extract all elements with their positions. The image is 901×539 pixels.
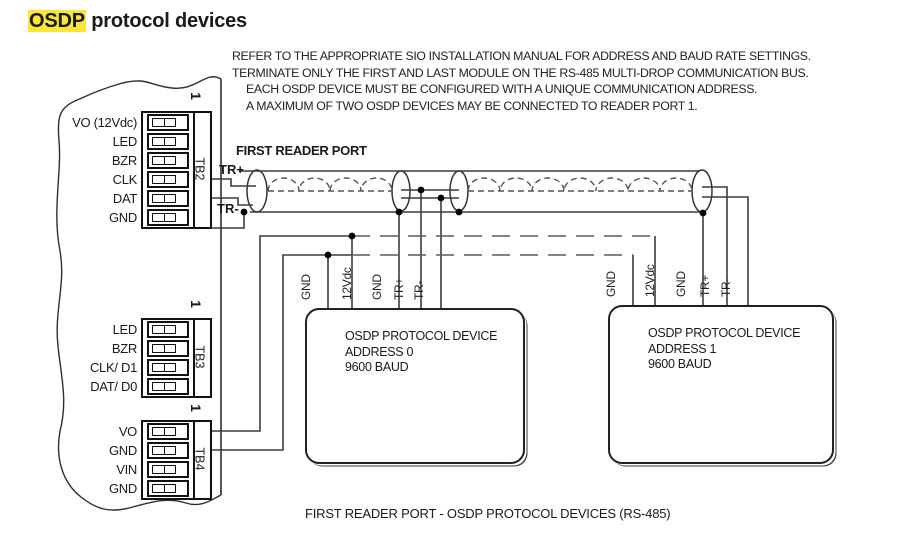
terminal-screw [147,423,189,440]
osdp-device-0: OSDP PROTOCOL DEVICE ADDRESS 0 9600 BAUD [305,308,525,464]
osdp-device-1: OSDP PROTOCOL DEVICE ADDRESS 1 9600 BAUD [608,305,834,464]
tb3-terminals [143,320,193,396]
device2-wire-label-trplus: TR+ [698,274,712,297]
page-title-highlight: OSDP [28,10,86,32]
terminal-label: GND [109,443,137,458]
tb4-body: TB4 [192,422,210,498]
board-outline [56,76,222,511]
terminal-label: BZR [111,153,137,168]
device2-wire-label-12vdc: 12Vdc [643,264,657,297]
terminal-label: DAT/ D0 [90,379,137,394]
terminal-screw [147,321,189,338]
page-title: OSDP protocol devices [28,10,247,33]
device-title: OSDP PROTOCOL DEVICE [648,326,801,340]
device2-wire-label-gnd: GND [604,271,618,297]
tb2-body: TB2 [192,113,210,227]
tb3-block: TB3 [141,318,212,398]
page-title-rest: protocol devices [85,10,247,32]
device1-wire-label-trplus: TR+ [392,277,406,300]
terminal-screw [147,461,189,478]
tb4-block: TB4 [141,420,212,500]
tb3-pin1-indicator: 1 [187,300,204,308]
device1-wire-label-gnd: GND [299,274,313,300]
device-baud: 9600 BAUD [648,357,712,371]
tb2-name: TB2 [192,157,207,181]
terminal-label: VO [118,424,137,439]
tb4-terminals [143,422,193,498]
terminal-screw [147,359,189,376]
terminal-label: CLK [112,172,138,187]
terminal-screw [147,209,189,226]
tb3-name: TB3 [192,345,207,369]
terminal-label: VO (12Vdc) [72,115,137,130]
terminal-screw [147,378,189,395]
terminal-screw [147,190,189,207]
note-line: A MAXIMUM OF TWO OSDP DEVICES MAY BE CON… [246,98,698,113]
tb4-terminal-labels: VO GND VIN GND [20,422,137,498]
tr-minus-label: TR- [217,201,239,216]
device1-wire-label-gnd2: GND [370,274,384,300]
note-line: REFER TO THE APPROPRIATE SIO INSTALLATIO… [232,49,811,63]
terminal-label: LED [112,322,138,337]
device1-wire-label-12vdc: 12Vdc [340,267,354,300]
tb2-terminals [143,113,193,227]
tb3-terminal-labels: LED BZR CLK/ D1 DAT/ D0 [20,320,137,396]
terminal-screw [147,114,189,131]
device-address: ADDRESS 0 [345,344,414,359]
terminal-screw [147,480,189,497]
note-line: EACH OSDP DEVICE MUST BE CONFIGURED WITH… [246,82,758,96]
terminal-label: BZR [111,341,137,356]
tr-plus-label: TR+ [219,162,244,177]
tb2-block: TB2 [141,111,212,229]
device-title: OSDP PROTOCOL DEVICE [345,329,498,343]
device2-wire-label-trminus: TR- [719,277,733,297]
terminal-label: GND [109,210,137,225]
tb2-terminal-labels: VO (12Vdc) LED BZR CLK DAT GND [20,113,137,227]
terminal-label: DAT [112,191,137,206]
tb4-pin1-indicator: 1 [187,404,204,412]
device2-wire-label-gnd2: GND [674,271,688,297]
terminal-screw [147,442,189,459]
terminal-screw [147,171,189,188]
terminal-label: VIN [116,462,137,477]
tb2-pin1-indicator: 1 [187,92,204,100]
tb4-name: TB4 [192,447,207,471]
device1-wire-label-trminus: TR- [412,280,426,300]
installation-notes: REFER TO THE APPROPRIATE SIO INSTALLATIO… [232,48,811,114]
terminal-screw [147,340,189,357]
terminal-label: GND [109,481,137,496]
diagram-caption: FIRST READER PORT - OSDP PROTOCOL DEVICE… [305,506,671,521]
note-line: TERMINATE ONLY THE FIRST AND LAST MODULE… [232,65,809,80]
terminal-label: LED [112,134,138,149]
tb3-body: TB3 [192,320,210,396]
first-reader-port-label: FIRST READER PORT [236,143,367,158]
terminal-screw [147,152,189,169]
device-address: ADDRESS 1 [648,341,717,356]
device-baud: 9600 BAUD [345,360,409,374]
terminal-label: CLK/ D1 [89,360,137,375]
terminal-screw [147,133,189,150]
